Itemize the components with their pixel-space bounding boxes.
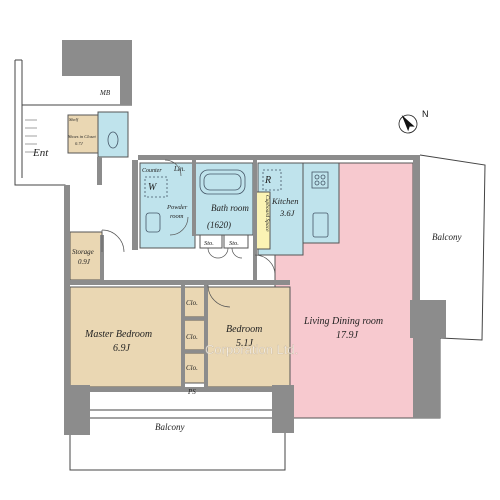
- bedroom-floor: [204, 286, 291, 388]
- sto-left-floor: [199, 234, 223, 249]
- mb-label: MB: [99, 89, 111, 97]
- entrance-toilet-floor: [97, 111, 129, 158]
- master-bedroom-floor: [69, 286, 184, 388]
- cupboard-space-label: Cupboard Space: [264, 195, 270, 232]
- door-swings: [101, 159, 276, 308]
- closet-1-label: Clo.: [186, 299, 198, 307]
- bath-floor: [194, 162, 254, 236]
- kitchen-counter: [302, 162, 340, 244]
- shelf-label: Shelf: [69, 117, 79, 122]
- counter-label: Counter: [142, 168, 162, 174]
- powder-room-label-2: room: [170, 213, 184, 220]
- powder-room-label-1: Powder: [166, 204, 188, 211]
- kitchen-size: 3.6J: [279, 208, 296, 218]
- watermark: Corporation Ltd.: [205, 342, 298, 357]
- living-dining-label: Living Dining room: [303, 316, 383, 327]
- bedroom-size: 5.1J: [236, 338, 254, 349]
- bath-room-label: Bath room: [211, 203, 249, 213]
- compass-label: N: [422, 109, 429, 119]
- storage-label: Storage: [72, 248, 94, 256]
- storage-size: 0.9J: [78, 258, 91, 266]
- sto-left-label: Sto.: [204, 240, 214, 247]
- closet-2-label: Clo.: [186, 333, 198, 341]
- storage-floor: [69, 231, 103, 281]
- sto-right-floor: [223, 234, 249, 249]
- refrigerator-label: R: [264, 175, 271, 186]
- kitchen-label: Kitchen: [271, 196, 298, 206]
- balcony-right-label: Balcony: [432, 232, 462, 242]
- bath-room-size: (1620): [207, 220, 231, 230]
- balcony-outlines: [69, 154, 486, 471]
- entrance-steps: [25, 119, 37, 153]
- fixtures: [107, 131, 329, 238]
- washer-label: W: [148, 182, 158, 193]
- shoes-closet-floor: [67, 114, 99, 154]
- entrance-label: Ent: [32, 147, 49, 159]
- compass-icon: [398, 114, 418, 134]
- shoes-closet-size: 0.7J: [75, 141, 84, 146]
- balcony-bottom-label: Balcony: [155, 422, 185, 432]
- master-bedroom-size: 6.9J: [113, 343, 131, 354]
- closet-3-label: Clo.: [186, 364, 198, 372]
- master-bedroom-label: Master Bedroom: [84, 329, 152, 340]
- bedroom-label: Bedroom: [226, 324, 262, 335]
- pipe-space-label: PS: [187, 388, 196, 396]
- living-dining-size: 17.9J: [336, 330, 359, 341]
- walls: [62, 40, 446, 435]
- shoes-closet-label: Shoes in Closet: [68, 134, 96, 139]
- sto-right-label: Sto.: [229, 240, 239, 247]
- linen-label: Lin.: [173, 165, 185, 173]
